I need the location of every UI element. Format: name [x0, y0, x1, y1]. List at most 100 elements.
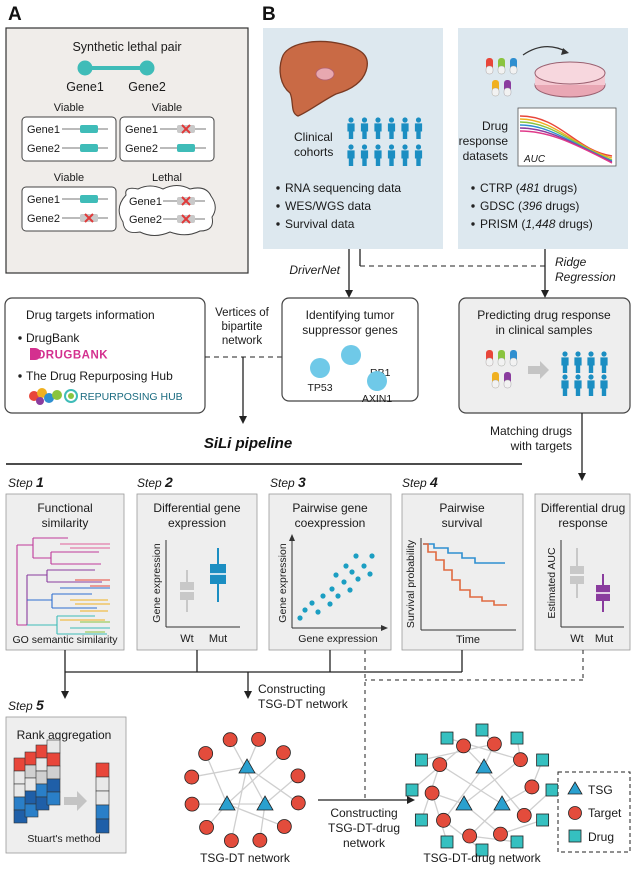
ridge-label-line2: Regression: [555, 270, 616, 284]
target-node: [184, 769, 200, 785]
drug-response-line2: response: [459, 134, 509, 148]
scatter-dot: [349, 569, 355, 575]
target-node: [276, 819, 292, 834]
drug-node: [414, 753, 428, 767]
step2-title-line2: expression: [168, 516, 226, 530]
gene1-intact: [80, 195, 98, 203]
drug-targets-title: Drug targets information: [26, 308, 155, 322]
tsg-node: [256, 795, 274, 811]
gene1-node: [77, 60, 93, 76]
dose-response-curves-icon: [517, 107, 617, 167]
gene1-label: Gene1: [125, 124, 158, 136]
step5-label: Step 5: [8, 697, 44, 713]
dataset-prism: PRISM (1,448 drugs): [480, 217, 593, 231]
target-node: [432, 757, 448, 773]
tsg-title-line2: suppressor genes: [302, 323, 397, 337]
drug-node: [510, 731, 524, 745]
rank-cell: [46, 739, 61, 754]
pipeline-title: SiLi pipeline: [204, 435, 292, 452]
panel-a-letter: A: [8, 4, 22, 25]
scatter-dot: [309, 600, 315, 606]
target-node: [524, 779, 540, 795]
step4-ylabel: Survival probability: [405, 539, 417, 628]
clinical-bullet-2: WES/WGS data: [285, 199, 371, 213]
step2-label: Step 2: [137, 474, 173, 490]
gene1-intact: [80, 125, 98, 133]
legend-target: Target: [588, 806, 622, 820]
gene2-intact: [177, 144, 195, 152]
lethal-cell-blob: [118, 185, 216, 236]
diff-drug-ylabel: Estimated AUC: [546, 547, 558, 619]
arrow-right-icon: [528, 361, 549, 379]
drug-square-icon: [568, 829, 582, 843]
survival-curve-orange: [423, 543, 507, 606]
scatter-dot: [353, 553, 359, 559]
panel-b-letter: B: [262, 4, 276, 25]
clinical-label-line2: cohorts: [294, 145, 333, 159]
step3-xlabel: Gene expression: [298, 633, 378, 645]
clinical-bullet-1: RNA sequencing data: [285, 181, 401, 195]
scatter-dot: [315, 609, 321, 615]
pill-capsules-icon: [485, 350, 518, 389]
target-node: [516, 807, 532, 823]
rank-cell: [95, 762, 110, 778]
drug-node: [405, 783, 419, 797]
svg-text:DRUGBANK: DRUGBANK: [37, 350, 108, 362]
legend-tsg: TSG: [588, 783, 613, 797]
rank-cell: [46, 791, 61, 806]
gene2-intact: [80, 144, 98, 152]
tp53-label: TP53: [307, 382, 332, 394]
pill-capsules-icon: [485, 58, 518, 97]
rank-cell: [46, 765, 61, 780]
drug-node: [475, 723, 489, 737]
target-node: [252, 832, 268, 848]
scatter-dot: [347, 587, 353, 593]
rank-cell: [95, 804, 110, 820]
predict-box: [458, 297, 631, 414]
dendrogram-icon: [16, 537, 110, 635]
step2-title-line1: Differential gene: [153, 501, 240, 515]
matching-line1: Matching drugs: [490, 424, 572, 438]
predict-title-line2: in clinical samples: [496, 323, 593, 337]
dataset-ctrp: CTRP (481 drugs): [480, 181, 577, 195]
mutation-x-icon: [181, 124, 191, 134]
gene2-node: [139, 60, 155, 76]
step1-caption: GO semantic similarity: [12, 634, 118, 646]
scatter-dot: [355, 576, 361, 582]
constructing-tsg-line1: Constructing: [258, 682, 325, 696]
step4-panel: [401, 493, 524, 651]
drug-node: [536, 753, 550, 767]
scatter-dot: [361, 563, 367, 569]
svg-text:REPURPOSING HUB: REPURPOSING HUB: [80, 391, 183, 403]
coexpression-scatter: [297, 553, 375, 621]
vertices-line3: network: [222, 335, 263, 347]
step2-panel: [136, 493, 258, 651]
clinical-bullet-3: Survival data: [285, 217, 355, 231]
dataset-gdsc: GDSC (396 drugs): [480, 199, 579, 213]
step3-ylabel: Gene expression: [277, 543, 289, 623]
rank-cell: [46, 752, 61, 767]
constructing-drug-line1: Constructing: [330, 806, 397, 820]
gene1-label: Gene1: [27, 124, 60, 136]
drug-node: [536, 813, 550, 827]
tumor-spot-icon: [315, 67, 335, 81]
step2-wt-label: Wt: [180, 633, 193, 645]
axin1-label: AXIN1: [362, 393, 393, 405]
scatter-dot: [341, 579, 347, 585]
matching-line2: with targets: [510, 439, 572, 453]
target-node: [493, 826, 508, 842]
target-node: [184, 796, 200, 812]
step1-label: Step 1: [8, 474, 44, 490]
drug-node: [440, 731, 454, 745]
target-node: [290, 795, 306, 811]
gene2-label: Gene2: [125, 143, 158, 155]
drug-targets-box: [4, 297, 206, 414]
survival-curve-blue: [423, 543, 505, 564]
diff-drug-title-line1: Differential drug: [541, 501, 626, 515]
constructing-tsg-line2: TSG-DT network: [258, 697, 349, 711]
gene2-label: Gene2: [27, 143, 60, 155]
scatter-dot: [369, 553, 375, 559]
viable-label-1: Viable: [54, 102, 84, 114]
gene2-node-label: Gene2: [128, 80, 166, 94]
